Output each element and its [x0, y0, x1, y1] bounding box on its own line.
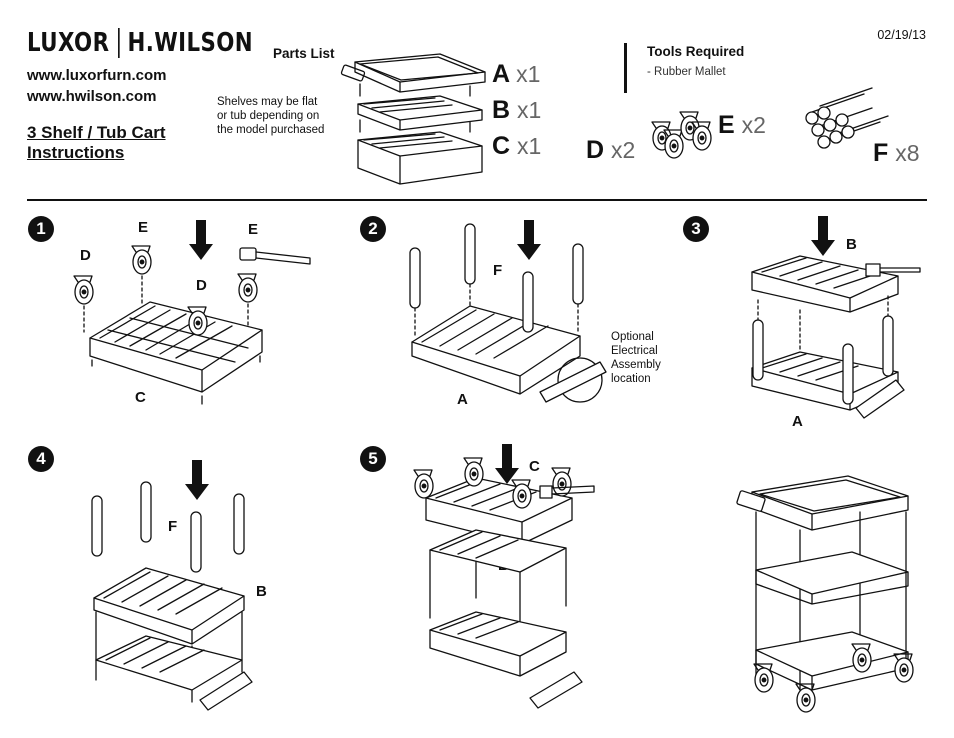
- tools-heading: Tools Required: [647, 44, 745, 59]
- tools-divider: [624, 43, 627, 93]
- part-d-label: D x2: [586, 136, 636, 164]
- brand-luxor: LUXOR: [27, 28, 110, 58]
- step4-label-f: F: [168, 518, 178, 535]
- part-b-illustration: [357, 95, 483, 133]
- brand-divider: [117, 28, 120, 58]
- step1-label-d1: D: [80, 247, 91, 264]
- page-title: 3 Shelf / Tub Cart Instructions: [27, 123, 166, 163]
- step3-label-b: B: [846, 236, 857, 253]
- document-date: 02/19/13: [877, 28, 926, 42]
- step2-label-a: A: [457, 391, 468, 408]
- part-d-e-illustration: [651, 111, 712, 159]
- part-f-label: F x8: [873, 139, 920, 167]
- shelf-note: Shelves may be flat or tub depending on …: [217, 95, 324, 137]
- shelf-note-line-1: Shelves may be flat: [217, 96, 318, 108]
- part-c-label: C x1: [492, 132, 542, 160]
- url-hwilson[interactable]: www.hwilson.com: [27, 88, 157, 105]
- step1-label-d2: D: [196, 277, 207, 294]
- part-f-illustration: [805, 87, 889, 149]
- step-4-badge: 4: [28, 446, 54, 472]
- url-luxorfurn[interactable]: www.luxorfurn.com: [27, 67, 167, 84]
- step4-illustration: [91, 459, 253, 711]
- step1-label-c: C: [135, 389, 146, 406]
- step-5-badge: 5: [360, 446, 386, 472]
- part-b-label: B x1: [492, 96, 542, 124]
- parts-list-heading: Parts List: [273, 46, 335, 61]
- step-3-badge: 3: [683, 216, 709, 242]
- part-a-label: A x1: [492, 60, 541, 88]
- shelf-note-line-2: or tub depending on: [217, 110, 320, 122]
- part-c-illustration: [357, 131, 483, 185]
- step5-illustration: [413, 443, 595, 709]
- step2-illustration: [409, 219, 607, 403]
- step3-illustration: [751, 215, 921, 419]
- step2-label-f: F: [493, 262, 503, 279]
- step1-label-e2: E: [248, 221, 259, 238]
- step-2-badge: 2: [360, 216, 386, 242]
- tools-item: - Rubber Mallet: [647, 66, 726, 78]
- finished-cart-illustration: [736, 475, 914, 713]
- step5-label-c: C: [529, 458, 540, 475]
- brand-logo: LUXOR H.WILSON: [27, 28, 253, 58]
- step1-illustration: [73, 219, 311, 405]
- part-e-label: E x2: [718, 111, 766, 139]
- title-line-2: Instructions: [27, 143, 125, 162]
- title-line-1: 3 Shelf / Tub Cart: [27, 123, 166, 142]
- step-1-badge: 1: [28, 216, 54, 242]
- step1-label-e1: E: [138, 219, 149, 236]
- part-a-illustration: [340, 53, 486, 97]
- brand-hwilson: H.WILSON: [127, 28, 254, 58]
- header-rule: [27, 199, 927, 201]
- step4-label-b: B: [256, 583, 267, 600]
- shelf-note-line-3: the model purchased: [217, 124, 325, 136]
- step3-label-a: A: [792, 413, 803, 430]
